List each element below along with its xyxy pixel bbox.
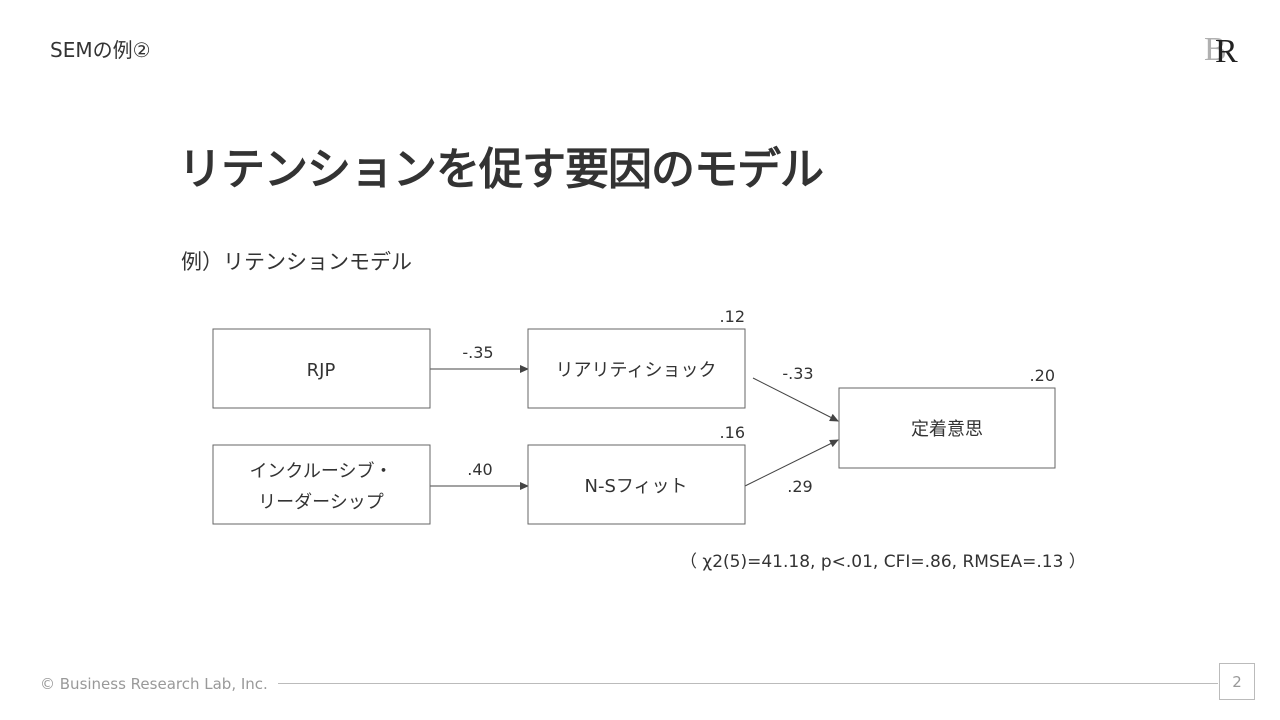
r2-ns-fit: .16 — [720, 423, 745, 442]
edge-reality-shock-to-retention — [752, 377, 839, 422]
coef-inclusive-to-ns-fit: .40 — [467, 460, 492, 479]
footer-copyright: © Business Research Lab, Inc. — [40, 675, 268, 693]
edge-ns-fit-to-retention — [744, 439, 839, 487]
company-logo: B R — [1204, 31, 1238, 68]
r2-reality-shock: .12 — [720, 307, 745, 326]
node-inclusive-leadership: インクルーシブ・ リーダーシップ — [212, 444, 431, 525]
svg-text:R: R — [1215, 33, 1238, 68]
slide-title: リテンションを促す要因のモデル — [178, 144, 824, 195]
coef-reality-shock-to-retention: -.33 — [782, 364, 813, 383]
node-ns-fit: N-Sフィット — [527, 444, 746, 525]
r2-retention: .20 — [1030, 366, 1055, 385]
node-retention-label: 定着意思 — [911, 419, 983, 440]
node-reality-shock: リアリティショック — [527, 328, 746, 409]
coef-ns-fit-to-retention: .29 — [787, 477, 812, 496]
node-inclusive-label-line2: リーダーシップ — [258, 492, 384, 513]
node-inclusive-label-line1: インクルーシブ・ — [249, 460, 392, 482]
svg-text:B: B — [1204, 31, 1227, 68]
coef-rjp-to-reality-shock: -.35 — [462, 343, 493, 362]
section-label: SEMの例② — [50, 38, 151, 62]
model-fit-indices: （ χ2(5)=41.18, p<.01, CFI=.86, RMSEA=.13… — [680, 552, 1086, 572]
slide-subtitle: 例）リテンションモデル — [181, 250, 412, 274]
node-reality-shock-label: リアリティショック — [556, 360, 717, 381]
node-rjp-label: RJP — [307, 360, 336, 381]
node-rjp: RJP — [212, 328, 431, 409]
page-number: 2 — [1219, 663, 1255, 700]
node-retention-intention: 定着意思 — [838, 387, 1056, 469]
footer-divider — [278, 683, 1218, 684]
node-ns-fit-label: N-Sフィット — [584, 476, 687, 497]
